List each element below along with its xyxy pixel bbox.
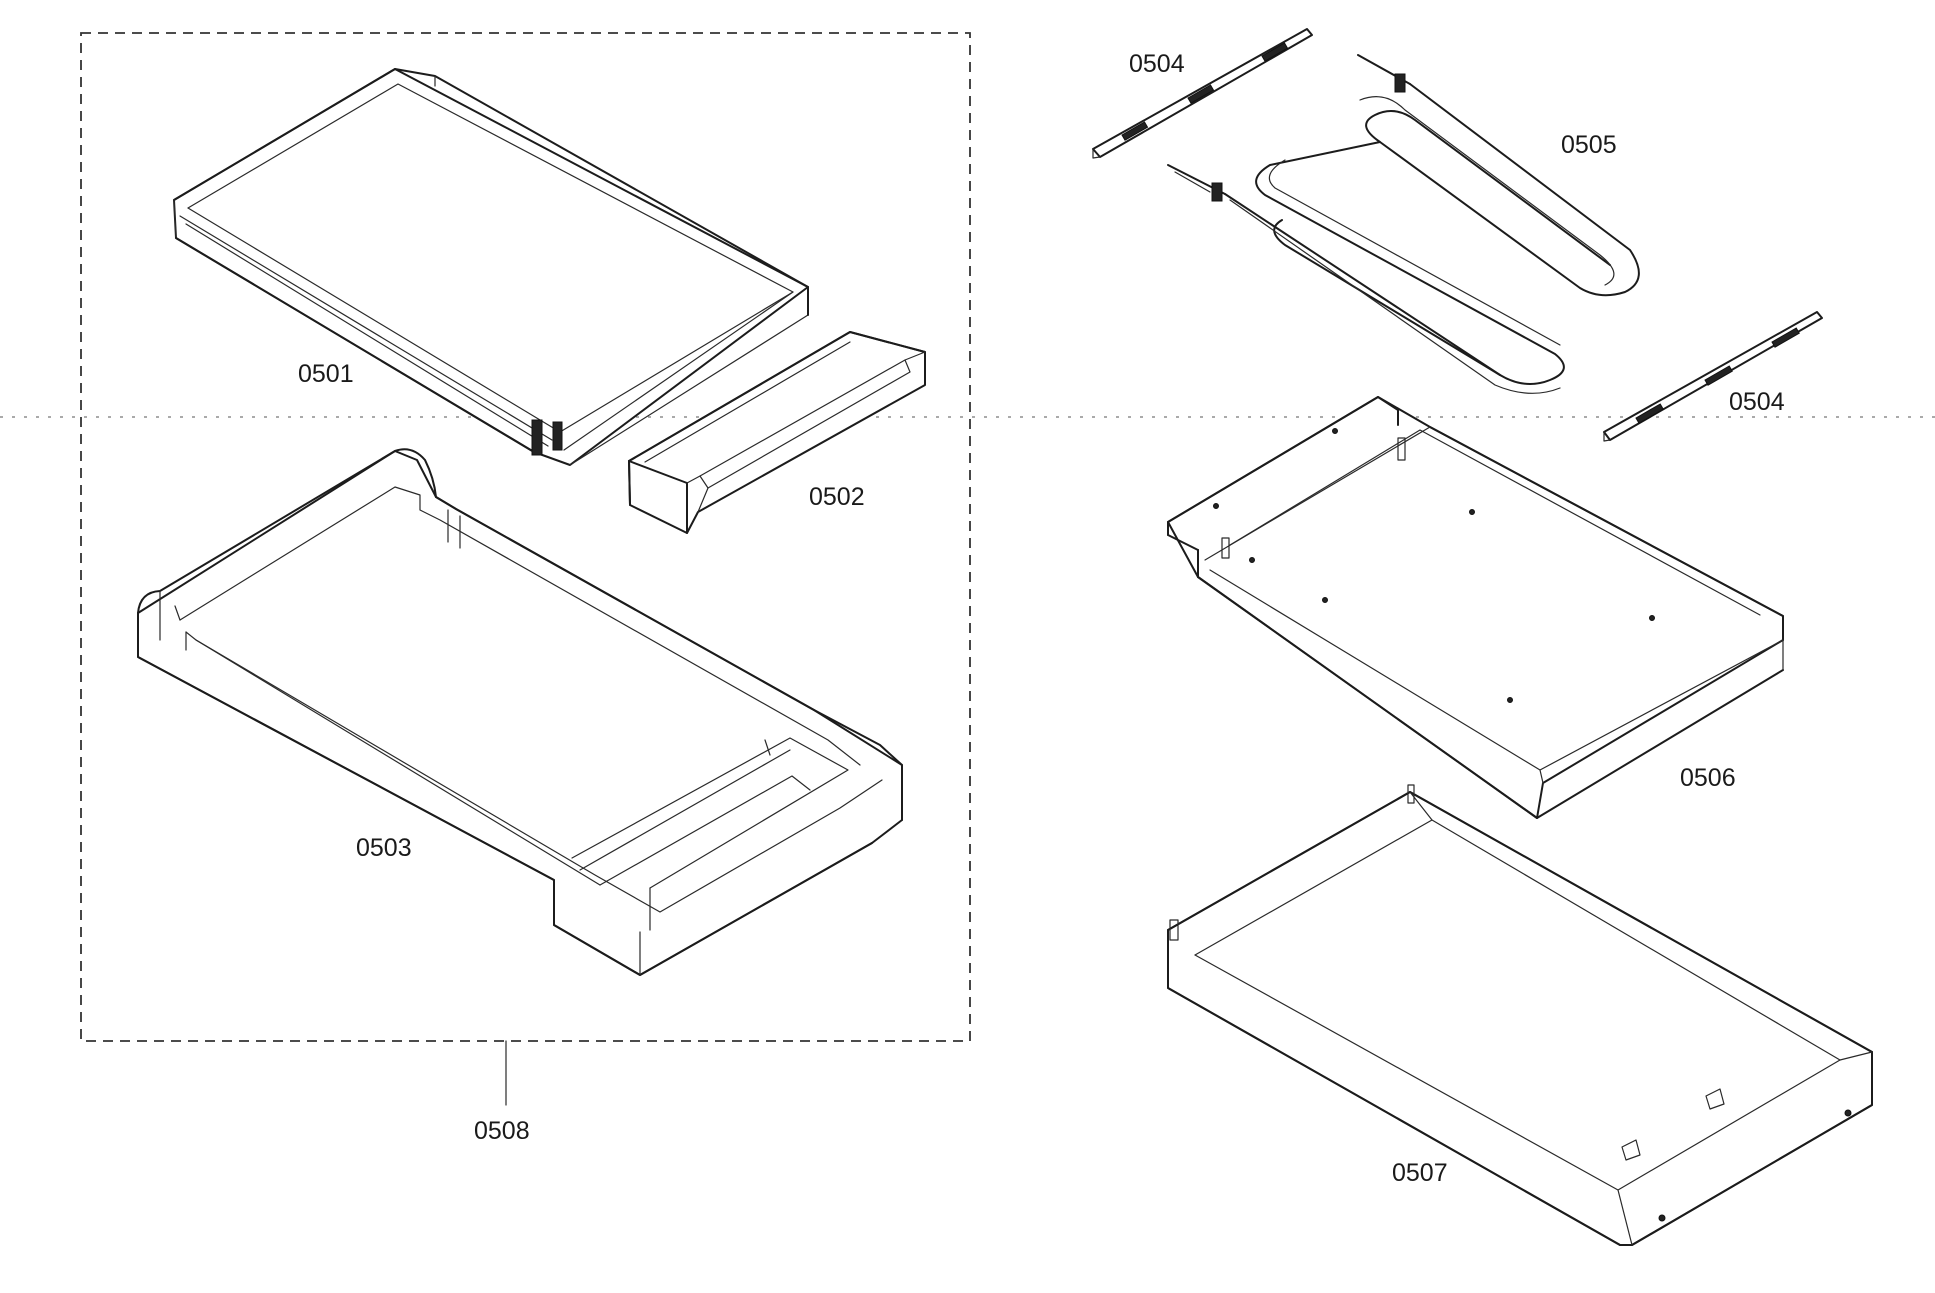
part-pan-0507[interactable] [1167,784,1873,1246]
part-tray-0501[interactable] [173,68,809,466]
label-0505: 0505 [1561,131,1617,159]
label-0507: 0507 [1392,1159,1448,1187]
part-bracket-0504-right[interactable] [1603,311,1823,442]
assembly-boundary [80,32,971,1042]
label-0502: 0502 [809,483,865,511]
label-0508: 0508 [474,1117,530,1145]
part-base-0503[interactable] [137,448,903,976]
label-0506: 0506 [1680,764,1736,792]
part-plate-0506[interactable] [1167,396,1784,819]
part-heating-element-0505[interactable] [1167,54,1640,394]
part-bracket-0504-top[interactable] [1092,28,1313,159]
part-drawer-0502[interactable] [628,331,926,534]
label-0504-right: 0504 [1729,388,1785,416]
label-0501: 0501 [298,360,354,388]
label-0504-top: 0504 [1129,50,1185,78]
label-0503: 0503 [356,834,412,862]
